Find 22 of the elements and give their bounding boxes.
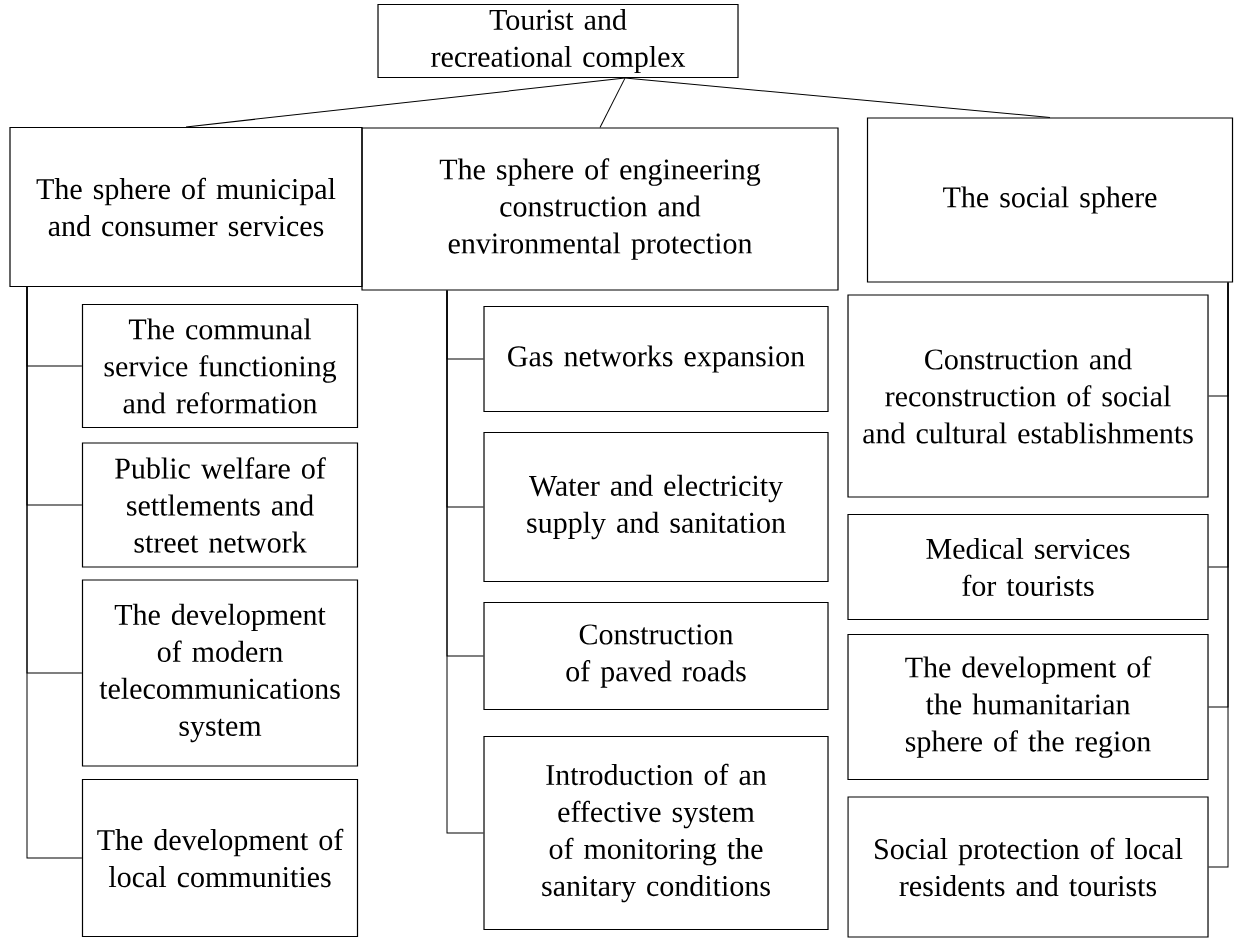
- item-box: Social protection of local residents and tourists: [847, 796, 1209, 938]
- item-box: Medical services for tourists: [847, 513, 1209, 621]
- connector-line: [446, 290, 484, 834]
- item-box: Public welfare of settlements and street network: [81, 442, 359, 568]
- item-box: Introduction of an effective system of monitoring the sanitary conditions: [483, 735, 829, 931]
- item-box: The development of local communities: [81, 778, 359, 938]
- category-box: The sphere of municipal and consumer services: [9, 126, 363, 288]
- category-box: The sphere of engineering construction and environmental protection: [361, 127, 839, 291]
- item-box: The development of modern telecommunications system: [81, 579, 359, 767]
- connector-line: [185, 77, 626, 128]
- connector-line: [599, 77, 626, 128]
- root-box: Tourist and recreational complex: [377, 3, 739, 79]
- item-box: Construction of paved roads: [483, 601, 829, 711]
- item-box: Construction and reconstruction of social and cultural establishments: [847, 294, 1209, 498]
- connector-line: [26, 286, 83, 859]
- item-box: The communal service functioning and reformation: [81, 303, 359, 429]
- item-box: The development of the humanitarian sphere of the region: [847, 633, 1209, 781]
- category-box: The social sphere: [866, 117, 1234, 283]
- connector-line: [624, 77, 1051, 118]
- connector-line: [1208, 282, 1229, 868]
- item-box: Water and electricity supply and sanitation: [483, 431, 829, 583]
- item-box: Gas networks expansion: [483, 305, 829, 413]
